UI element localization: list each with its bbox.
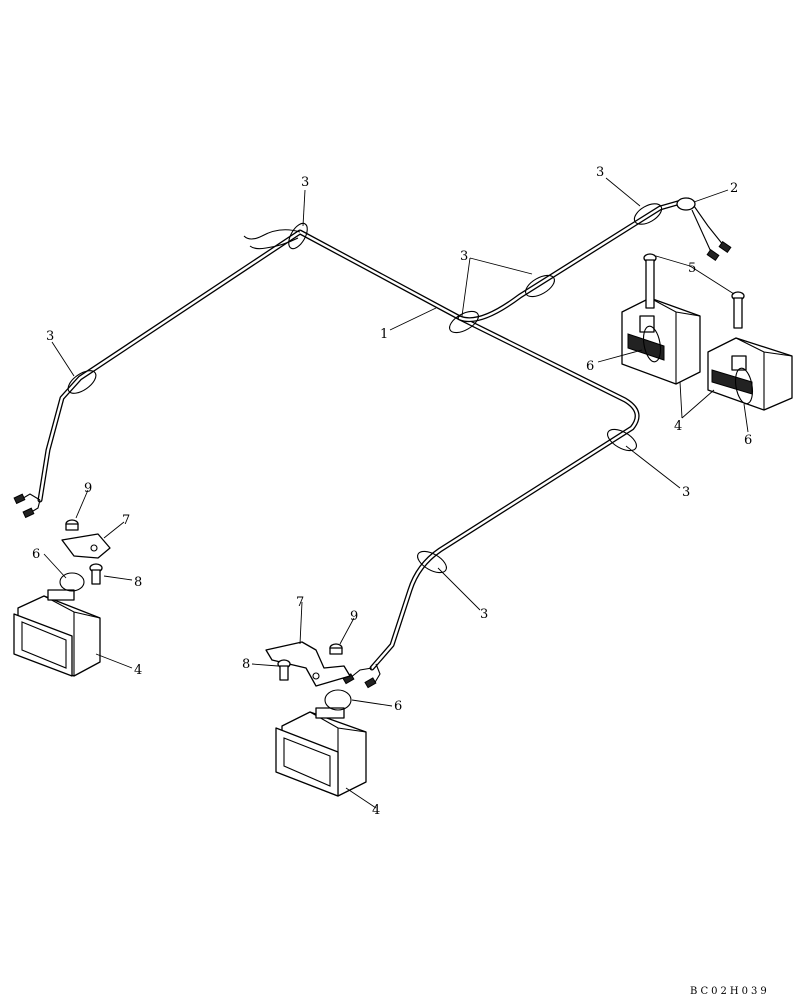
callout-4-rear: 4 [674, 419, 682, 434]
callout-8-left: 8 [134, 575, 142, 590]
callout-7-left: 7 [122, 513, 130, 528]
callout-3-top: 3 [301, 175, 309, 190]
figure-id: BC02H039 [690, 986, 770, 997]
callout-9-bottom: 9 [350, 609, 358, 624]
callout-4-bottom: 4 [372, 803, 380, 818]
callout-6-rear-lower: 6 [744, 433, 752, 448]
callout-7-bottom: 7 [296, 595, 304, 610]
callout-2: 2 [730, 181, 738, 196]
callout-labels: 3 3 1 3 3 2 5 6 4 6 3 3 9 7 6 8 4 7 9 8 … [32, 165, 752, 818]
callout-6-bottom: 6 [394, 699, 402, 714]
callout-3-lower: 3 [480, 607, 488, 622]
callout-3-top-right: 3 [596, 165, 604, 180]
rear-lamp-upper [621, 297, 701, 385]
bottom-bolt [277, 659, 291, 681]
long-bolts [643, 253, 745, 329]
callout-9-left: 9 [84, 481, 92, 496]
rear-lamp-lower [707, 337, 793, 411]
callout-3-mid: 3 [460, 249, 468, 264]
leader-lines [43, 177, 749, 809]
front-lamp-left [13, 572, 101, 677]
callout-6-left: 6 [32, 547, 40, 562]
callout-1: 1 [380, 327, 388, 342]
left-bolt [89, 563, 103, 585]
wire-harness [13, 197, 732, 689]
left-nut [65, 519, 79, 531]
callout-4-left: 4 [134, 663, 142, 678]
front-lamp-bottom [275, 689, 367, 797]
callout-5: 5 [688, 261, 696, 276]
callout-8-bottom: 8 [242, 657, 250, 672]
harness-clips [67, 203, 663, 574]
callout-6-rear-upper: 6 [586, 359, 594, 374]
left-bracket [61, 533, 111, 559]
callout-3-right: 3 [682, 485, 690, 500]
bottom-nut [329, 643, 343, 655]
callout-3-left: 3 [46, 329, 54, 344]
